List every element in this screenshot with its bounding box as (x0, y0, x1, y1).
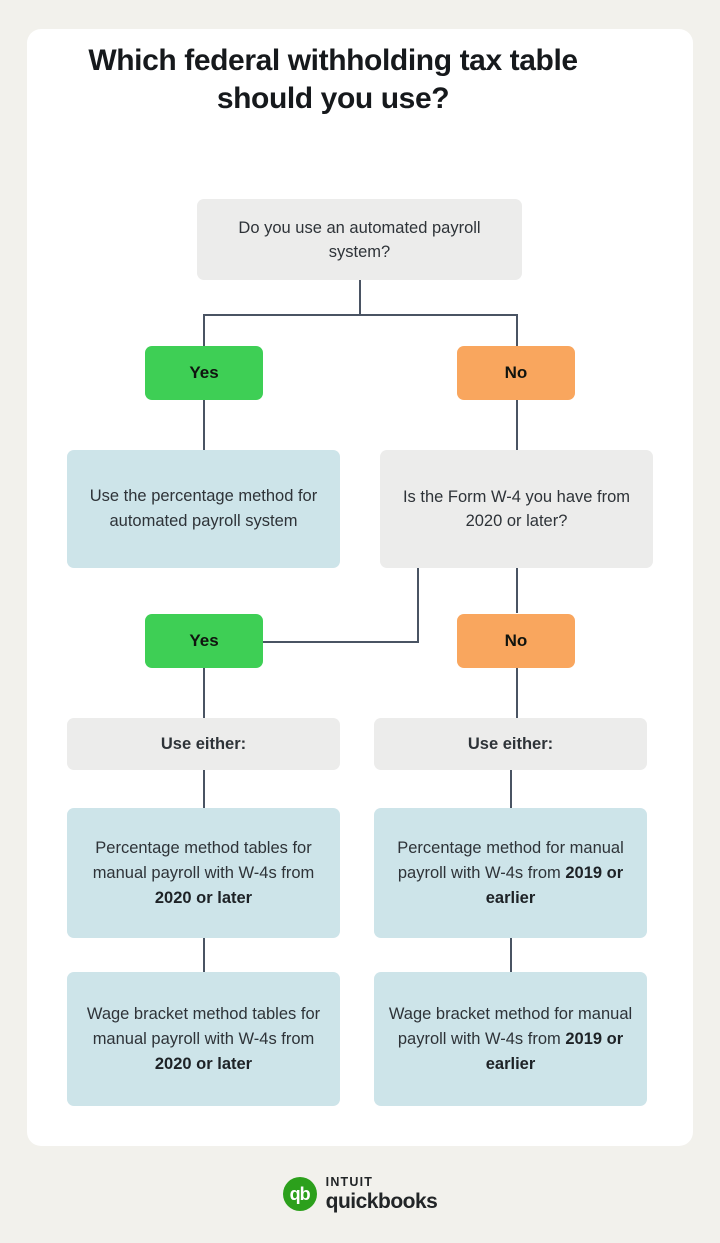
result-percentage-automated-label: Use the percentage method for automated … (89, 487, 318, 530)
connector-no-to-q2 (516, 400, 518, 450)
answer-yes-automated[interactable]: Yes (145, 346, 263, 400)
connector-q2-to-no (516, 568, 518, 613)
connector-no2-to-right-header (516, 668, 518, 718)
connector-q1-stem (359, 280, 361, 315)
left-option-percentage-tables[interactable]: Percentage method tables for manual payr… (67, 808, 340, 938)
right-option-1-bold: 2019 or earlier (485, 863, 624, 907)
connector-yes2-to-left-header (203, 668, 205, 718)
quickbooks-logo-icon: qb (282, 1176, 317, 1211)
connector-right-header-to-option1 (510, 770, 512, 808)
connector-left-header-to-option1 (203, 770, 205, 808)
answer-no-automated-label: No (504, 363, 528, 382)
left-option-percentage-tables-label: Percentage method tables for manual payr… (67, 836, 340, 911)
left-option-wage-bracket-tables[interactable]: Wage bracket method tables for manual pa… (67, 972, 340, 1106)
answer-no-w4-2020[interactable]: No (457, 614, 575, 668)
left-option-1-bold: 2020 or later (154, 888, 253, 907)
question-automated-payroll-label: Do you use an automated payroll system? (238, 218, 481, 261)
page-title: Which federal withholding tax table shou… (88, 44, 578, 115)
left-option-wage-bracket-tables-label: Wage bracket method tables for manual pa… (67, 1002, 340, 1077)
left-use-either-header: Use either: (67, 718, 340, 770)
intuit-label: INTUIT (325, 1175, 374, 1189)
right-option-wage-bracket[interactable]: Wage bracket method for manual payroll w… (374, 972, 647, 1106)
left-option-2-plain: Wage bracket method tables for manual pa… (86, 1004, 321, 1048)
result-percentage-automated[interactable]: Use the percentage method for automated … (67, 450, 340, 568)
right-option-percentage[interactable]: Percentage method for manual payroll wit… (374, 808, 647, 938)
left-option-2-bold: 2020 or later (154, 1054, 253, 1073)
connector-q2-yes-arm (262, 641, 419, 643)
right-use-either-header: Use either: (374, 718, 647, 770)
right-option-percentage-label: Percentage method for manual payroll wit… (374, 836, 647, 911)
right-option-wage-bracket-label: Wage bracket method for manual payroll w… (374, 1002, 647, 1077)
quickbooks-wordmark: INTUIT quickbooks (326, 1176, 438, 1212)
connector-q1-to-no (516, 314, 518, 346)
left-use-either-label: Use either: (160, 735, 247, 753)
answer-yes-automated-label: Yes (189, 363, 219, 382)
question-automated-payroll[interactable]: Do you use an automated payroll system? (197, 199, 522, 280)
right-option-2-bold: 2019 or earlier (485, 1029, 624, 1073)
answer-no-w4-2020-label: No (504, 631, 528, 650)
right-option-2-plain: Wage bracket method for manual payroll w… (388, 1004, 633, 1048)
connector-q1-to-yes (203, 314, 205, 346)
right-option-1-plain: Percentage method for manual payroll wit… (397, 838, 624, 882)
connector-right-option1-to-option2 (510, 938, 512, 972)
connector-q2-yes-stem (417, 568, 419, 643)
question-form-w4-year-label: Is the Form W-4 you have from 2020 or la… (402, 488, 631, 530)
left-option-1-plain: Percentage method tables for manual payr… (92, 838, 315, 882)
quickbooks-label: quickbooks (325, 1189, 438, 1213)
connector-yes-to-left-result (203, 400, 205, 450)
right-use-either-label: Use either: (467, 735, 554, 753)
answer-no-automated[interactable]: No (457, 346, 575, 400)
question-form-w4-year[interactable]: Is the Form W-4 you have from 2020 or la… (380, 450, 653, 568)
quickbooks-logo: qb INTUIT quickbooks (0, 1176, 720, 1212)
connector-q1-split (203, 314, 518, 316)
answer-yes-w4-2020-label: Yes (189, 631, 219, 650)
answer-yes-w4-2020[interactable]: Yes (145, 614, 263, 668)
connector-left-option1-to-option2 (203, 938, 205, 972)
